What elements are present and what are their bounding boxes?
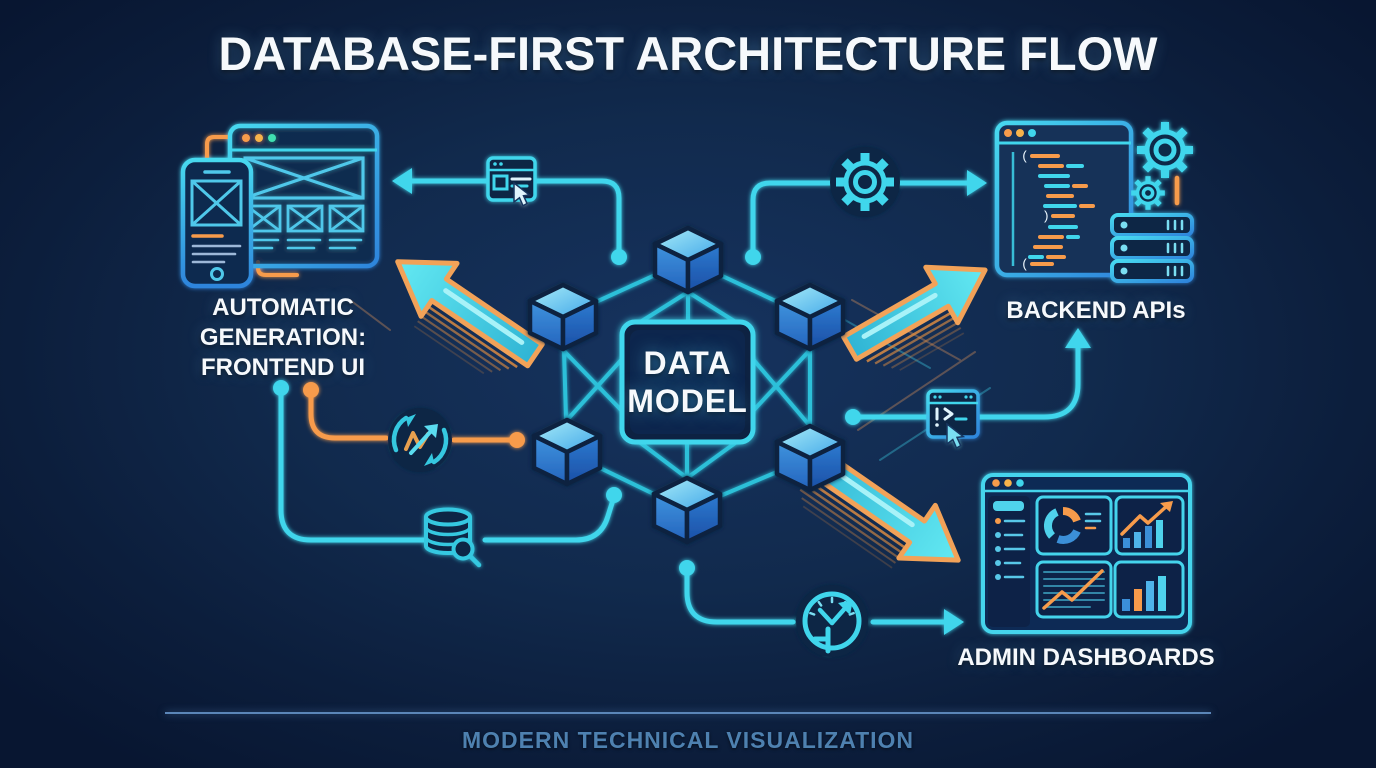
frontend-label-line2: GENERATION:: [199, 324, 367, 351]
frontend-wireframes: [180, 123, 380, 289]
panel-donut-chart: [1035, 495, 1113, 556]
terminal-icon: [926, 389, 980, 450]
cursor-icon: [513, 181, 532, 207]
cube-upper-left: [527, 282, 599, 352]
phone-text-lines: [191, 234, 242, 264]
connectors: [273, 147, 1091, 657]
connector-backend: [745, 170, 987, 265]
frontend-label-line3: FRONTEND UI: [201, 354, 365, 381]
data-model-line2: MODEL: [627, 383, 748, 419]
cube-lower-right: [774, 423, 846, 493]
code-lines: ( ) (: [1021, 149, 1095, 272]
database-search-icon: [424, 507, 482, 568]
arrow-up-right: [841, 264, 988, 371]
gear-icon: [830, 147, 900, 217]
arrowhead-right: [967, 170, 987, 196]
panel-line-chart: [1035, 560, 1113, 619]
frontend-label-line1: AUTOMATIC: [212, 294, 354, 321]
cube-bottom: [651, 475, 723, 545]
panel-bar-trend-chart: [1114, 495, 1185, 556]
phone-wireframe: [180, 157, 254, 289]
dashboard-window: [981, 473, 1192, 634]
connector-frontend: [392, 168, 627, 265]
data-model-label: DATA MODEL: [622, 322, 753, 442]
connector-admin: [679, 560, 964, 635]
cursor-icon: [946, 422, 966, 450]
cube-lower-left: [531, 417, 603, 487]
arrowhead-left: [392, 168, 412, 194]
gear-large-icon: [1137, 122, 1193, 178]
admin-dashboard-group: [981, 473, 1192, 634]
dashboard-sidebar: [988, 496, 1030, 627]
code-window: ( ) (: [994, 120, 1134, 278]
footer-divider: [165, 712, 1211, 714]
backend-group: ( ) (: [994, 120, 1194, 283]
cube-top: [652, 225, 724, 295]
connector-database: [273, 380, 622, 543]
connector-backend-label: [845, 328, 1091, 425]
clock-icon: [796, 585, 868, 657]
browser-click-icon: [486, 156, 537, 207]
admin-node-label: ADMIN DASHBOARDS: [957, 644, 1215, 671]
backend-node-label: BACKEND APIs: [1006, 297, 1186, 324]
home-button: [210, 267, 224, 281]
cube-upper-right: [774, 282, 846, 352]
svg-text:(: (: [1021, 149, 1029, 164]
panel-bar-chart: [1113, 560, 1185, 619]
sync-icon: [388, 408, 452, 472]
svg-text:(: (: [1021, 257, 1029, 272]
data-model-line1: DATA: [643, 345, 732, 381]
arrow-up-left: [395, 259, 545, 375]
svg-text:): ): [1042, 209, 1050, 224]
connector-sync: [303, 382, 525, 448]
footer-caption: MODERN TECHNICAL VISUALIZATION: [461, 727, 915, 753]
arrowhead-up: [1065, 328, 1091, 348]
server-stack-icon: [1110, 213, 1194, 283]
arrowhead-right: [944, 609, 964, 635]
gear-small-icon: [1131, 176, 1165, 210]
data-cubes: [527, 225, 846, 545]
page-title: DATABASE-FIRST ARCHITECTURE FLOW: [218, 27, 1158, 80]
frontend-node-label: AUTOMATIC GENERATION: FRONTEND UI: [158, 293, 408, 383]
sidebar-search: [993, 501, 1024, 511]
data-model-box: [619, 319, 756, 445]
phone-image-placeholder: [190, 179, 243, 227]
